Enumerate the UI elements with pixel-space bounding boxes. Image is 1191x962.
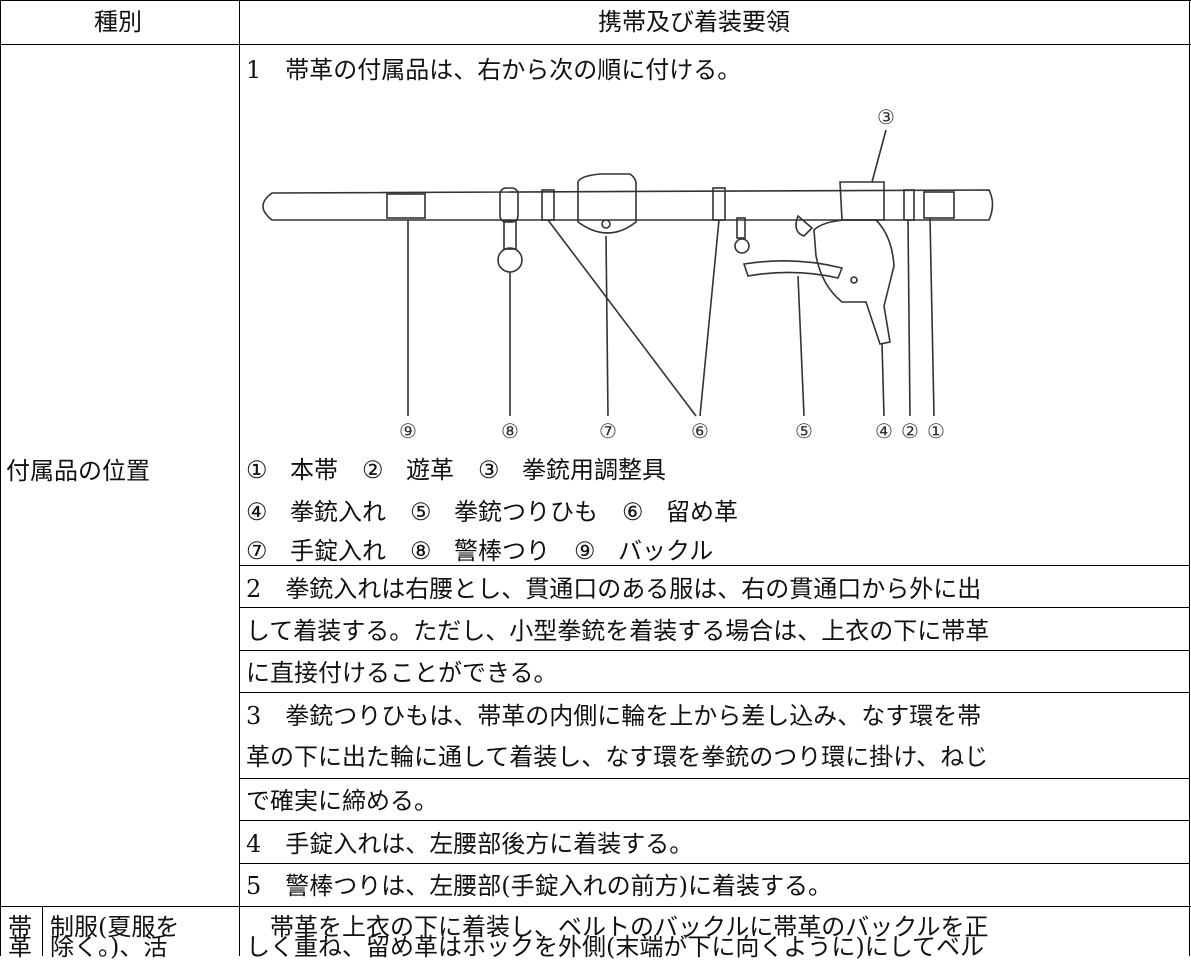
line-sep-6 xyxy=(240,820,1190,821)
item-2-line-3: に直接付けることができる。 xyxy=(246,659,558,687)
fig-label-7: ⑦ xyxy=(599,419,617,443)
belt-accessories-figure: ⑨ ⑧ ⑦ ⑥ ⑤ ④ ② ① ③ xyxy=(262,105,994,443)
fig-label-1: ① xyxy=(927,419,945,443)
header-type: 種別 xyxy=(94,8,142,36)
fig-label-9: ⑨ xyxy=(399,419,417,443)
legend-adjuster: 拳銃用調整具 xyxy=(522,456,666,484)
fig-label-3: ③ xyxy=(877,105,895,129)
table-border-top xyxy=(0,0,1191,1)
item-3-line-3: で確実に締める。 xyxy=(246,787,438,815)
line-sep-7 xyxy=(240,863,1190,864)
legend-cuff-case: 手錠入れ xyxy=(290,537,386,565)
lanyard-shape xyxy=(742,260,844,279)
subcategory-line-2: 除く。)、活 xyxy=(50,933,168,961)
subcategory-line-1: 制服(夏服を xyxy=(50,913,180,941)
legend-keeper-loop: 遊革 xyxy=(406,456,454,484)
belt-instructions-line-2: しく重ね、留め革はホックを外側(末端が下に向くように)にしてベル xyxy=(246,933,985,961)
legend-main-belt: 本帯 xyxy=(290,456,338,484)
item-2-line-2: して着装する。ただし、小型拳銃を着装する場合は、上衣の下に帯革 xyxy=(246,617,990,645)
table-border-left xyxy=(0,0,1,956)
category-subcolumn-divider xyxy=(42,906,43,956)
line-sep-2 xyxy=(240,607,1190,608)
item-3-line-1: 3 拳銃つりひもは、帯革の内側に輪を上から差し込み、なす環を帯 xyxy=(246,702,982,730)
fig-label-4: ④ xyxy=(875,419,893,443)
fig-label-8: ⑧ xyxy=(501,419,519,443)
header-method: 携帯及び着装要領 xyxy=(598,8,790,36)
line-sep-4 xyxy=(240,692,1190,693)
belt-instructions-line-1: 帯革を上衣の下に着装し、ベルトのバックルに帯革のバックルを正 xyxy=(246,913,989,941)
row-divider xyxy=(0,906,1191,907)
column-divider xyxy=(239,0,240,956)
category-belt-char-1: 帯 xyxy=(8,913,32,941)
item-2-line-1: 2 拳銃入れは右腰とし、貫通口のある服は、右の貫通口から外に出 xyxy=(246,575,982,603)
legend-keeper: 留め革 xyxy=(666,498,738,526)
legend-holster: 拳銃入れ xyxy=(290,498,386,526)
legend-lanyard: 拳銃つりひも xyxy=(454,498,598,526)
line-sep-5 xyxy=(240,778,1190,779)
holster-shape xyxy=(813,219,895,345)
item-3-line-2: 革の下に出た輪に通して着装し、なす環を拳銃のつり環に掛け、ねじ xyxy=(246,743,989,771)
fig-label-2: ② xyxy=(901,419,919,443)
buckle-shape xyxy=(386,193,426,219)
item-1: 1 帯革の付属品は、右から次の順に付ける。 xyxy=(246,56,742,84)
item-4: 4 手錠入れは、左腰部後方に着装する。 xyxy=(246,830,694,858)
fig-label-6: ⑥ xyxy=(691,419,709,443)
item-5: 5 警棒つりは、左腰部(手錠入れの前方)に着装する。 xyxy=(246,872,832,900)
header-divider xyxy=(0,44,1191,45)
fig-label-5: ⑤ xyxy=(795,419,813,443)
legend-buckle: バックル xyxy=(618,537,714,565)
category-accessory-position: 付属品の位置 xyxy=(6,457,150,485)
line-sep-3 xyxy=(240,650,1190,651)
table-border-right xyxy=(1189,0,1190,956)
main-belt-shape xyxy=(262,189,994,221)
category-belt-char-2: 革 xyxy=(8,933,32,961)
legend-baton-hanger: 警棒つり xyxy=(454,537,550,565)
line-sep-1 xyxy=(240,565,1190,566)
